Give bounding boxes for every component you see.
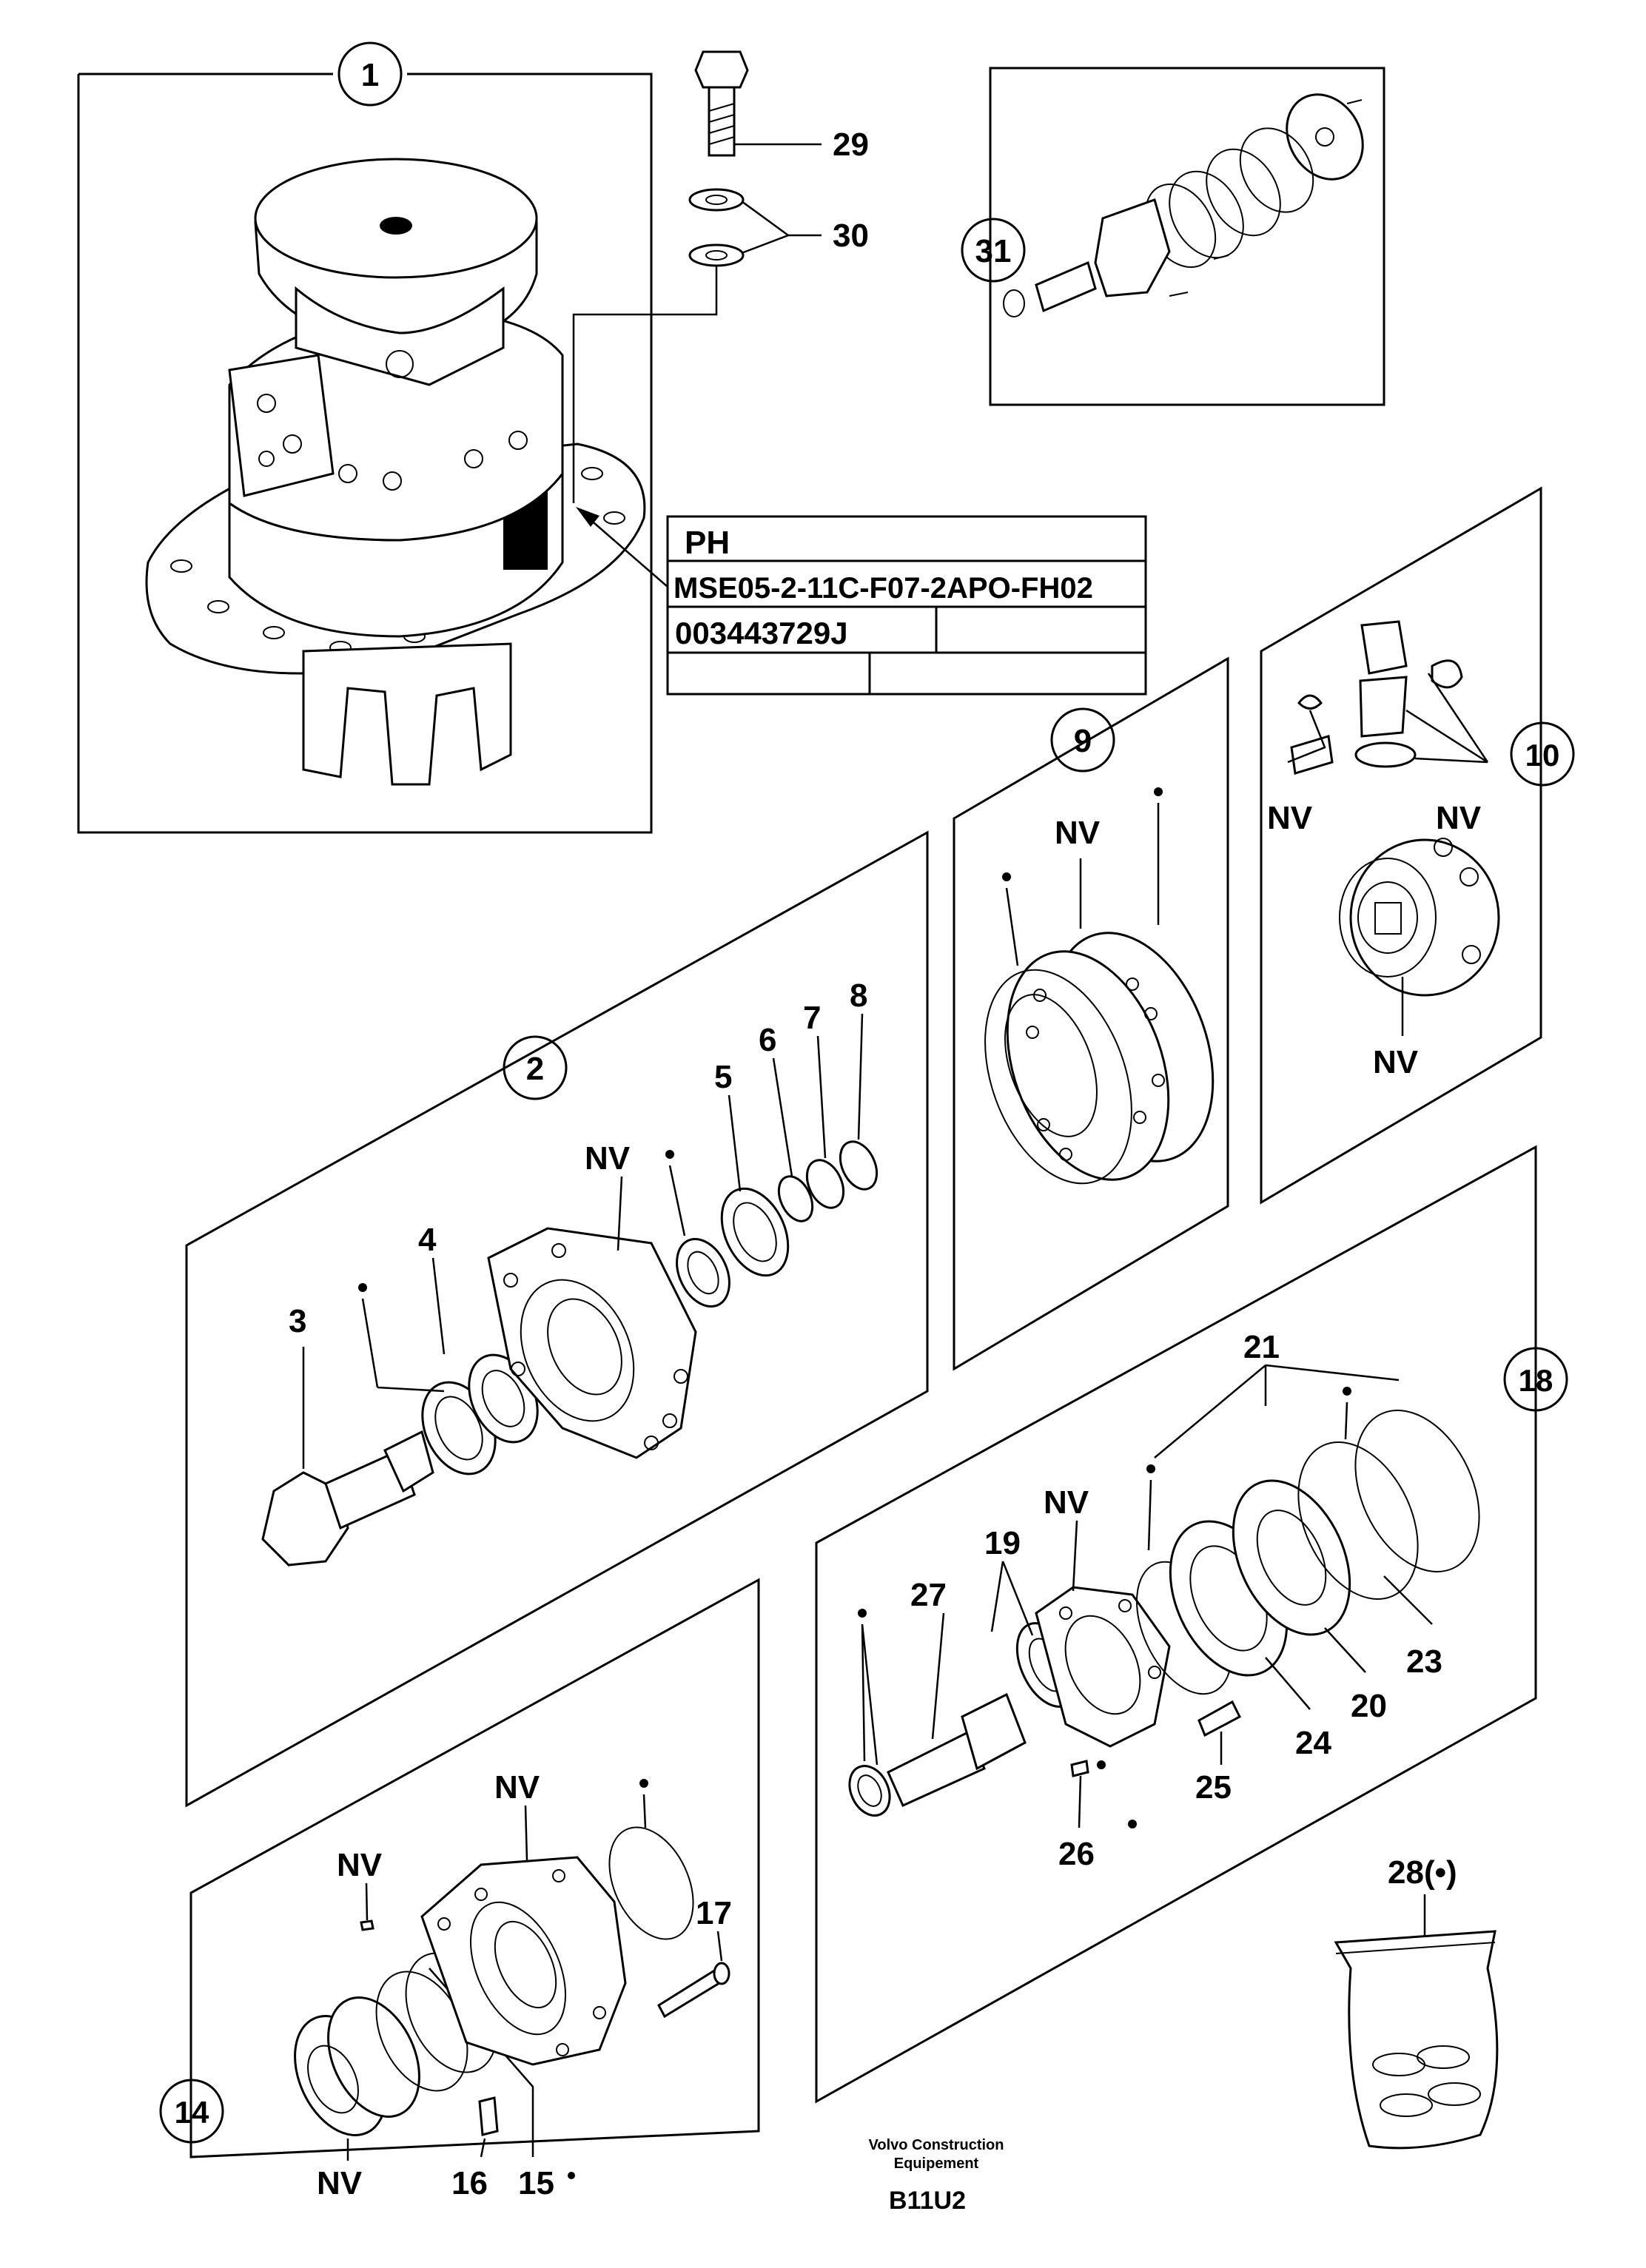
label-1: 1 bbox=[361, 57, 379, 93]
label-26: 26 bbox=[1058, 1836, 1095, 1872]
nv-9: NV bbox=[1055, 815, 1101, 851]
label-4: 4 bbox=[418, 1222, 437, 1258]
label-23: 23 bbox=[1406, 1643, 1442, 1680]
group-18-brake: 27 19 NV 24 20 21 2 bbox=[815, 1145, 1568, 2104]
nameplate-row1: PH bbox=[685, 525, 730, 561]
nameplate-row2: MSE05-2-11C-F07-2APO-FH02 bbox=[673, 572, 1093, 605]
nameplate: PH MSE05-2-11C-F07-2APO-FH02 003443729J bbox=[576, 507, 1147, 696]
group-2-motor-housing: 3 4 NV 5 6 bbox=[185, 830, 929, 1808]
nv-2: NV bbox=[585, 1140, 631, 1177]
label-5: 5 bbox=[714, 1059, 732, 1095]
nv-14a: NV bbox=[317, 2165, 363, 2201]
label-24: 24 bbox=[1295, 1725, 1331, 1761]
nv-14c: NV bbox=[337, 1847, 383, 1883]
nv-14b: NV bbox=[494, 1769, 540, 1806]
label-6: 6 bbox=[759, 1022, 776, 1058]
label-28: 28(•) bbox=[1388, 1854, 1457, 1891]
company-line1: Volvo Construction bbox=[869, 2137, 1004, 2153]
label-25: 25 bbox=[1195, 1769, 1232, 1806]
label-16: 16 bbox=[451, 2165, 488, 2201]
group-14-valve-plate: NV 16 15 NV NV 17 14 bbox=[159, 1578, 760, 2201]
label-31: 31 bbox=[975, 233, 1012, 269]
label-21: 21 bbox=[1243, 1329, 1280, 1365]
label-30: 30 bbox=[833, 218, 869, 254]
footer: Volvo Construction Equipement B11U2 bbox=[869, 2137, 1004, 2215]
washer-30: 30 bbox=[572, 188, 869, 503]
nv-10a: NV bbox=[1267, 800, 1313, 836]
label-20: 20 bbox=[1351, 1688, 1387, 1724]
label-29: 29 bbox=[833, 127, 869, 163]
group-10-piston-kit: NV NV NV 10 bbox=[1260, 486, 1575, 1205]
label-3: 3 bbox=[289, 1303, 306, 1339]
label-7: 7 bbox=[803, 1000, 821, 1036]
label-17: 17 bbox=[696, 1895, 732, 1931]
label-9: 9 bbox=[1074, 723, 1092, 759]
nv-10b: NV bbox=[1436, 800, 1482, 836]
label-14: 14 bbox=[175, 2095, 209, 2130]
seal-kit-bag-28: 28(•) bbox=[1334, 1854, 1499, 2150]
group-31-reduction-gear: 31 bbox=[961, 67, 1385, 406]
label-19: 19 bbox=[984, 1525, 1021, 1561]
label-2: 2 bbox=[526, 1051, 544, 1087]
label-8: 8 bbox=[850, 977, 867, 1014]
label-15: 15 bbox=[518, 2165, 554, 2201]
callout-1: 1 bbox=[337, 41, 403, 107]
nv-18: NV bbox=[1044, 1484, 1089, 1521]
group-9-cylinder-block: NV 9 bbox=[953, 656, 1229, 1371]
label-27: 27 bbox=[910, 1577, 947, 1613]
screw-29: 29 bbox=[694, 50, 869, 163]
nameplate-row3: 003443729J bbox=[675, 616, 848, 650]
label-18: 18 bbox=[1519, 1363, 1553, 1398]
group-1-assembly bbox=[77, 73, 653, 834]
company-line2: Equipement bbox=[894, 2156, 979, 2172]
label-10: 10 bbox=[1525, 738, 1560, 773]
nv-10c: NV bbox=[1373, 1044, 1419, 1080]
drawing-code: B11U2 bbox=[889, 2187, 966, 2215]
